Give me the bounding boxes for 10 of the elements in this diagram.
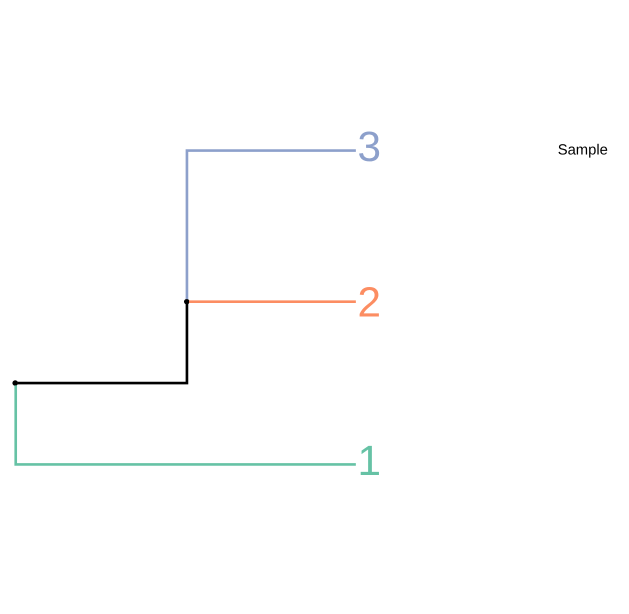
connector (14, 384, 356, 466)
connector (189, 300, 356, 302)
node-point (12, 380, 18, 386)
node-text: 2 (358, 278, 382, 325)
connector (186, 148, 356, 299)
node-point (184, 298, 190, 304)
node-text: 1 (358, 436, 382, 484)
connector (18, 304, 188, 384)
label: Sample (558, 142, 608, 158)
node-text: 3 (358, 122, 382, 170)
